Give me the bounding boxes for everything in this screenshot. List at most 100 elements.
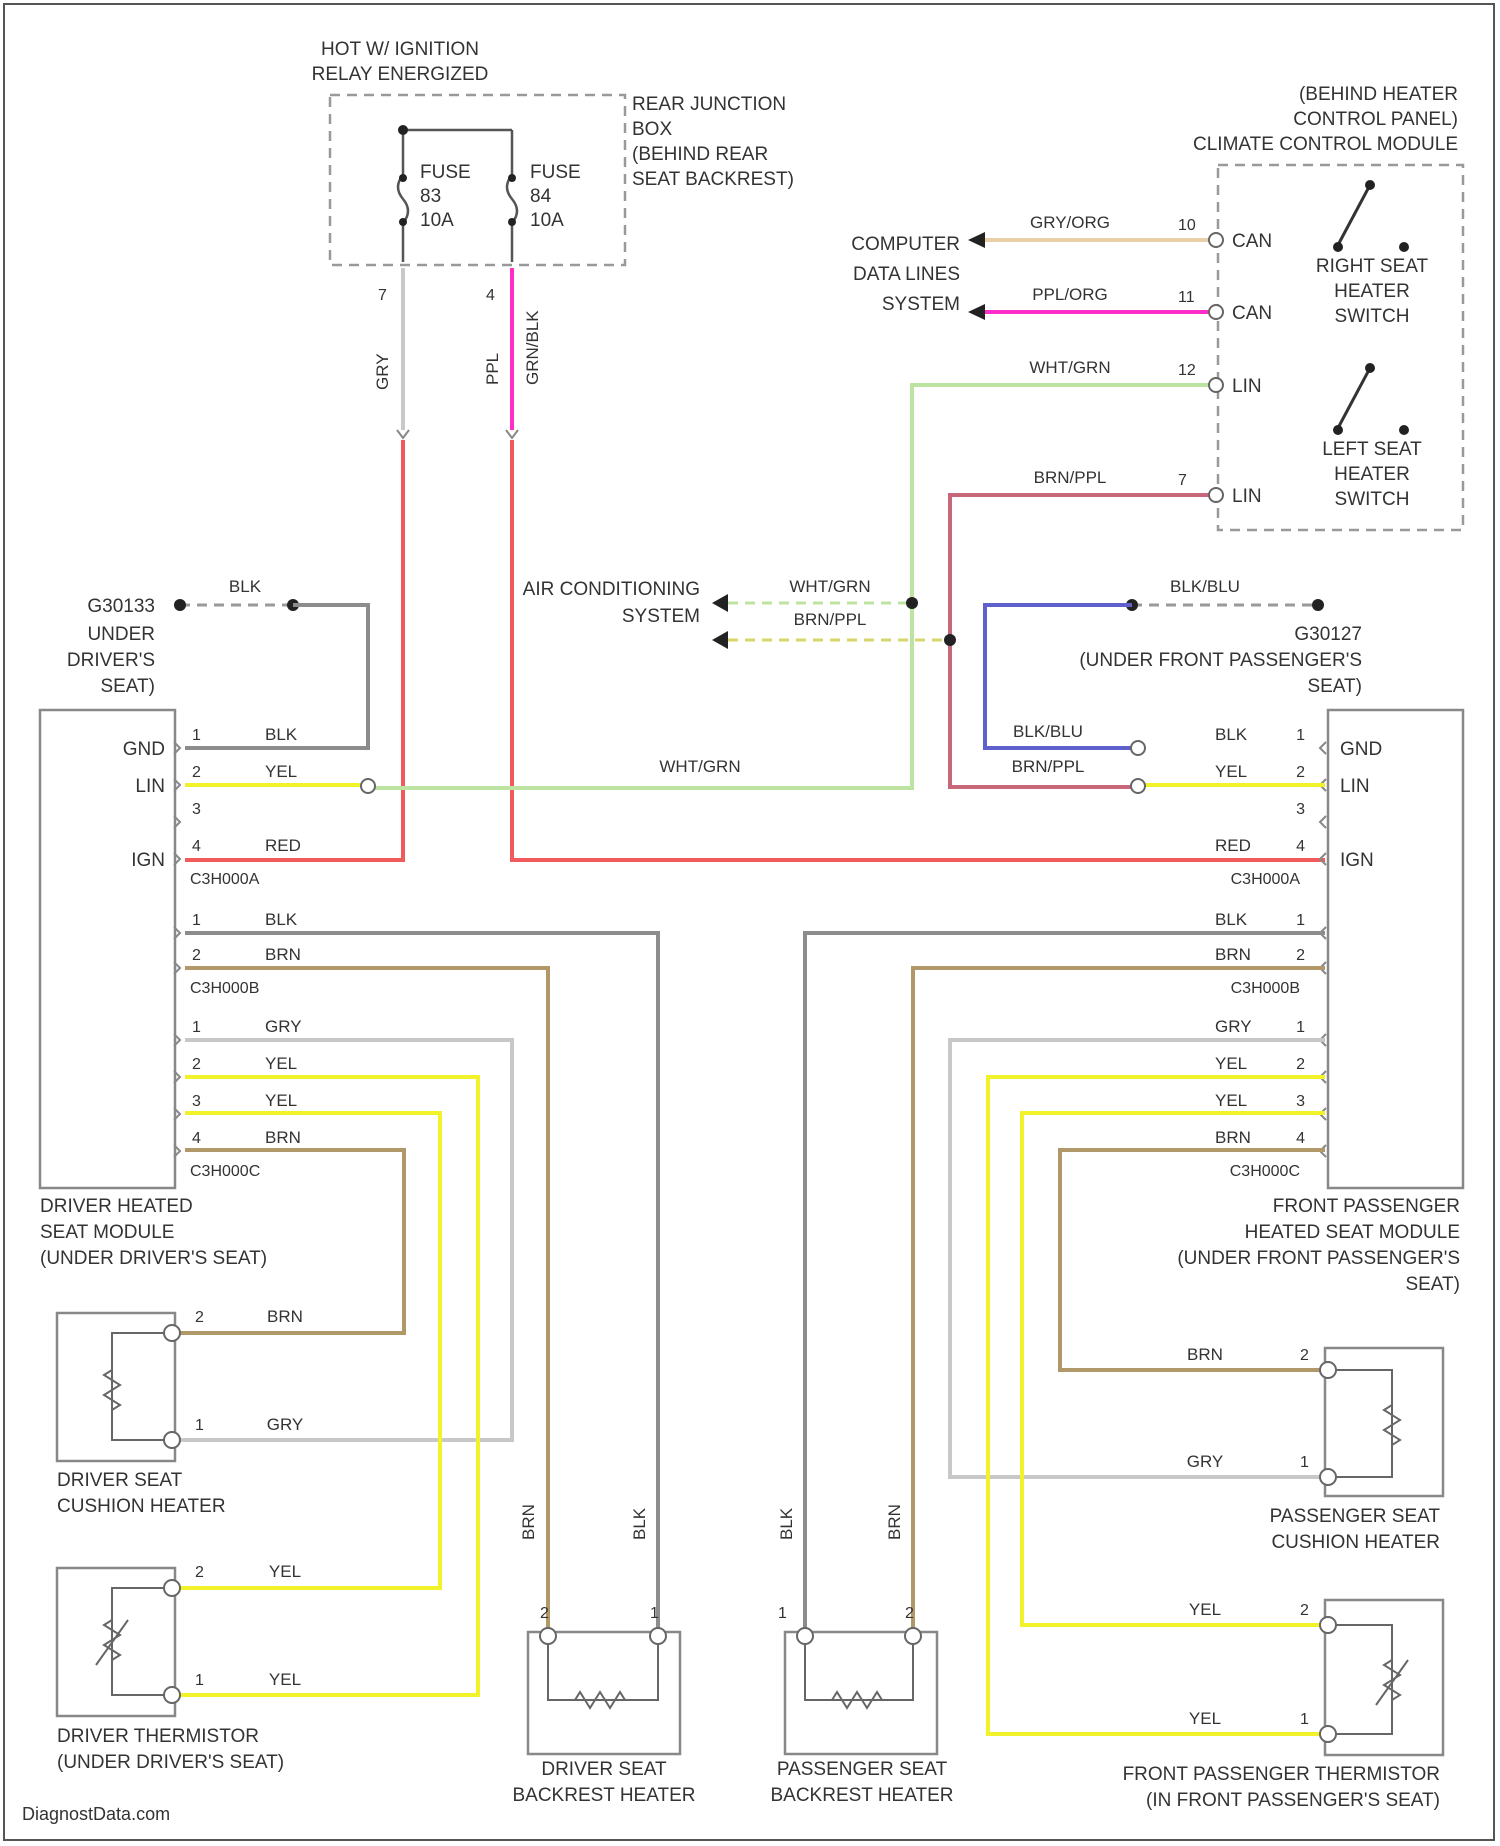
climate-wire-label: GRY/ORG	[1030, 213, 1110, 232]
climate-pin-12	[1209, 378, 1223, 392]
right-switch-label-1: RIGHT SEAT	[1316, 256, 1429, 277]
pass-backrest-pin-2: 2	[905, 1605, 914, 1622]
connector-wire-label: GRY	[1215, 1017, 1252, 1036]
rear-junction-label-1: REAR JUNCTION	[632, 94, 786, 115]
connector-pin-number: 1	[1296, 727, 1305, 744]
climate-pin-number: 7	[1178, 472, 1187, 489]
backrest-wire-label: BRN	[885, 1504, 904, 1540]
connector-pin-icon	[1320, 816, 1326, 828]
connector-pin-number: 3	[192, 801, 201, 818]
connector-pin-number: 3	[1296, 1093, 1305, 1110]
climate-pin-signal: LIN	[1232, 486, 1262, 507]
driver-backrest-label-1: DRIVER SEAT	[541, 1759, 667, 1780]
ground-right-icon	[1312, 599, 1324, 611]
connector-pin-number: 4	[1296, 838, 1305, 855]
driver-thermistor-yel-bot-label: YEL	[269, 1670, 301, 1689]
connector-name: C3H000C	[190, 1163, 260, 1180]
pass-cushion-brn-label: BRN	[1187, 1345, 1223, 1364]
rear-junction-label-3: (BEHIND REAR	[632, 144, 768, 165]
left-switch-label-1: LEFT SEAT	[1322, 439, 1422, 460]
pass-cushion-label-2: CUSHION HEATER	[1271, 1532, 1440, 1553]
connector-wire-label: GRY	[265, 1017, 302, 1036]
climate-label-1: (BEHIND HEATER	[1299, 84, 1458, 105]
connector-wire-label: BLK	[1215, 910, 1248, 929]
pass-thermistor-yel-bot-label: YEL	[1189, 1709, 1221, 1728]
connector-wire-label: BRN	[265, 945, 301, 964]
pass-thermistor-yel-top-label: YEL	[1189, 1600, 1221, 1619]
rear-junction-box	[330, 95, 625, 265]
climate-wire-label: BRN/PPL	[1034, 468, 1107, 487]
driver-cushion-label-2: CUSHION HEATER	[57, 1496, 226, 1517]
driver-backrest-label-2: BACKREST HEATER	[512, 1785, 695, 1806]
connector-name: C3H000B	[1231, 980, 1300, 997]
climate-wire-label: WHT/GRN	[1029, 358, 1110, 377]
driver-backrest-pin-1: 1	[650, 1605, 659, 1622]
arrow-can-2-icon	[968, 304, 985, 320]
hot-ignition-line1: HOT W/ IGNITION	[321, 39, 479, 60]
connector-signal-label: LIN	[135, 776, 165, 797]
driver-module-label-1: DRIVER HEATED	[40, 1196, 193, 1217]
blkblu-label-lower: BLK/BLU	[1013, 722, 1083, 741]
connector-signal-label: LIN	[1340, 776, 1370, 797]
component-pin-number: 1	[195, 1672, 204, 1689]
pass-backrest-label-1: PASSENGER SEAT	[777, 1759, 948, 1780]
driver-cushion-gry-label: GRY	[267, 1415, 304, 1434]
climate-pin-signal: CAN	[1232, 303, 1272, 324]
driver-thermistor	[57, 1568, 175, 1716]
right-switch-label-2: HEATER	[1334, 281, 1410, 302]
connector-pin-number: 1	[192, 727, 201, 744]
climate-label-3: CLIMATE CONTROL MODULE	[1193, 134, 1458, 155]
pass-module-label-1: FRONT PASSENGER	[1273, 1196, 1460, 1217]
connector-pin-number: 3	[1296, 801, 1305, 818]
climate-pin-number: 11	[1178, 289, 1195, 306]
connector-pin-number: 4	[192, 1130, 201, 1147]
component-pin-number: 1	[1300, 1454, 1309, 1471]
climate-pin-signal: CAN	[1232, 231, 1272, 252]
ground-right-label-3: SEAT)	[1307, 676, 1362, 697]
pass-thermistor-label-1: FRONT PASSENGER THERMISTOR	[1123, 1764, 1440, 1785]
connector-wire-label: BLK	[265, 910, 298, 929]
connector-wire-label: YEL	[265, 1054, 297, 1073]
driver-cushion-brn-label: BRN	[267, 1307, 303, 1326]
connector-pin-number: 2	[192, 1056, 201, 1073]
ground-left-icon	[174, 599, 186, 611]
ac-wire-label-whtgrn: WHT/GRN	[789, 577, 870, 596]
watermark: DiagnostData.com	[22, 1804, 170, 1824]
ground-right-label-1: G30127	[1294, 624, 1362, 645]
ac-label-2: SYSTEM	[622, 606, 700, 627]
ground-left-label-2: UNDER	[87, 624, 155, 645]
whtgrn-label-lower: WHT/GRN	[659, 757, 740, 776]
connector-wire-label: BRN	[1215, 945, 1251, 964]
connector-wire-label: YEL	[1215, 762, 1247, 781]
left-switch-label-3: SWITCH	[1335, 489, 1410, 510]
connector-pin-number: 2	[192, 947, 201, 964]
ground-left-label-4: SEAT)	[100, 676, 155, 697]
fuse-pin-7: 7	[378, 287, 387, 304]
ground-left-wire-label: BLK	[229, 577, 262, 596]
connector-pin-icon	[1320, 742, 1326, 754]
hot-ignition-line2: RELAY ENERGIZED	[312, 64, 489, 85]
climate-pin-7	[1209, 488, 1223, 502]
wire-label-ppl-vertical: PPL	[483, 353, 502, 385]
fuse-pin-4: 4	[486, 287, 495, 304]
connector-pin-number: 4	[1296, 1130, 1305, 1147]
connector-wire-label: YEL	[1215, 1091, 1247, 1110]
connector-wire-label: YEL	[265, 762, 297, 781]
ground-left-label-1: G30133	[87, 596, 155, 617]
wire-label-grnblk-vertical: GRN/BLK	[523, 310, 542, 385]
climate-pin-11	[1209, 305, 1223, 319]
brnppl-label-lower: BRN/PPL	[1012, 757, 1085, 776]
connector-wire-label: BLK	[1215, 725, 1248, 744]
pass-cushion-gry-label: GRY	[1187, 1452, 1224, 1471]
climate-pin-10	[1209, 233, 1223, 247]
pass-module-label-3: (UNDER FRONT PASSENGER'S	[1177, 1248, 1460, 1269]
ground-right-label-2: (UNDER FRONT PASSENGER'S	[1079, 650, 1362, 671]
component-pin-number: 2	[1300, 1347, 1309, 1364]
driver-cushion-label-1: DRIVER SEAT	[57, 1470, 183, 1491]
connector-pin-number: 1	[1296, 912, 1305, 929]
fuse-84-label: FUSE	[530, 162, 581, 183]
connector-pin-number: 2	[1296, 1056, 1305, 1073]
connector-name: C3H000C	[1230, 1163, 1300, 1180]
ac-label-1: AIR CONDITIONING	[523, 579, 700, 600]
fuse-83-number: 83	[420, 186, 441, 207]
